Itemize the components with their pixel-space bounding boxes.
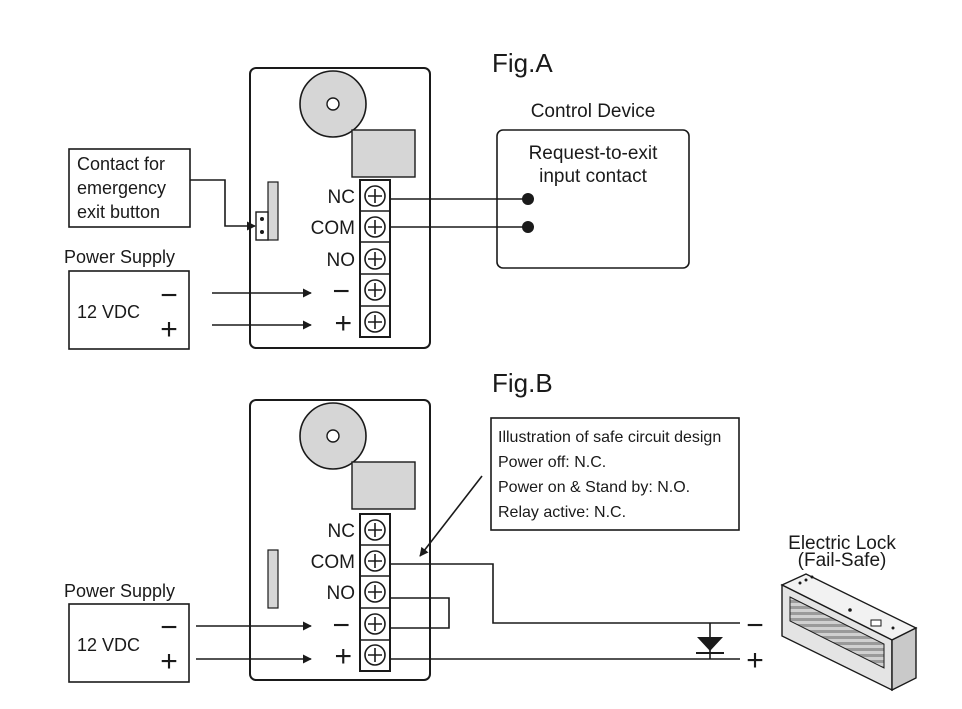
screw-icon bbox=[364, 613, 386, 635]
fig-b-lock-plus: + bbox=[746, 644, 764, 677]
fig-a-exit-button-box bbox=[68, 148, 191, 228]
fig-a-exit-contact-jumper bbox=[255, 181, 279, 241]
fig-b-title: Fig.B bbox=[492, 368, 553, 398]
fig-b-callout-line-4: Relay active: N.C. bbox=[498, 504, 626, 521]
screw-icon bbox=[364, 550, 386, 572]
fig-b-wire-com-to-lock bbox=[390, 563, 740, 624]
screw-icon bbox=[364, 248, 386, 270]
fig-a-terminal-minus: − bbox=[332, 275, 350, 308]
fig-b-lock-minus: − bbox=[746, 609, 764, 642]
fig-b-callout-pointer bbox=[419, 475, 483, 557]
fig-b-callout-box bbox=[490, 417, 740, 531]
screw-icon bbox=[364, 279, 386, 301]
fig-a-supply-plus: + bbox=[160, 313, 178, 346]
fig-b: Fig.B NC COM NO − + Power Supply bbox=[64, 368, 918, 692]
fig-b-supply-plus: + bbox=[160, 645, 178, 678]
fig-a-terminal-screws bbox=[360, 185, 390, 333]
fig-b-power-supply-box bbox=[68, 603, 190, 683]
fig-a-supply-minus: − bbox=[160, 279, 178, 312]
screw-icon bbox=[364, 216, 386, 238]
fig-a-input-contact-dot bbox=[522, 193, 534, 205]
fig-a-control-device-line-1: Request-to-exit bbox=[529, 143, 659, 164]
fig-a-input-contact-dot bbox=[522, 221, 534, 233]
fig-a-terminal-nc: NC bbox=[328, 187, 355, 208]
fig-a-control-device-title: Control Device bbox=[531, 101, 656, 122]
fig-a-supply-voltage: 12 VDC bbox=[77, 302, 140, 322]
fig-a-buzzer bbox=[299, 70, 367, 138]
screw-icon bbox=[364, 311, 386, 333]
fig-b-lock-title-1: Electric Lock bbox=[788, 533, 896, 554]
fig-b-callout-line-3: Power on & Stand by: N.O. bbox=[498, 479, 690, 496]
screw-icon bbox=[364, 519, 386, 541]
fig-b-terminal-nc: NC bbox=[328, 521, 355, 542]
screw-icon bbox=[364, 644, 386, 666]
fig-b-terminal-no: NO bbox=[327, 583, 356, 604]
electric-lock-icon bbox=[780, 573, 918, 692]
fig-a: Fig.A NC COM NO bbox=[64, 48, 690, 350]
screw-icon bbox=[364, 581, 386, 603]
fig-b-callout-line-1: Illustration of safe circuit design bbox=[498, 429, 721, 446]
fig-b-supply-minus: − bbox=[160, 611, 178, 644]
fig-a-terminal-plus: + bbox=[334, 307, 352, 340]
screw-icon bbox=[364, 185, 386, 207]
fig-a-terminal-com: COM bbox=[311, 218, 355, 239]
fig-b-wire-no-jumper bbox=[390, 597, 450, 629]
fig-a-control-device-line-2: input contact bbox=[539, 166, 647, 187]
fig-b-terminal-minus: − bbox=[332, 609, 350, 642]
fig-a-terminal-no: NO bbox=[327, 250, 356, 271]
fig-b-terminal-com: COM bbox=[311, 552, 355, 573]
fig-b-buzzer bbox=[299, 402, 367, 470]
fig-b-power-supply-label: Power Supply bbox=[64, 581, 175, 601]
fig-a-power-supply-label: Power Supply bbox=[64, 247, 175, 267]
fig-b-lock-title-2: (Fail-Safe) bbox=[798, 550, 887, 571]
fig-a-relay bbox=[351, 129, 416, 178]
fig-a-exit-button-line-2: emergency bbox=[77, 178, 166, 198]
fig-a-exit-button-line-1: Contact for bbox=[77, 154, 165, 174]
fig-a-power-supply-box bbox=[68, 270, 190, 350]
fig-b-terminal-plus: + bbox=[334, 640, 352, 673]
fig-b-jumper bbox=[267, 549, 279, 609]
fig-b-supply-voltage: 12 VDC bbox=[77, 635, 140, 655]
fig-a-exit-button-wire bbox=[190, 179, 256, 231]
fig-b-terminal-screws bbox=[360, 519, 390, 666]
diode-icon bbox=[696, 623, 724, 659]
fig-a-exit-button-line-3: exit button bbox=[77, 202, 160, 222]
fig-a-title: Fig.A bbox=[492, 48, 553, 78]
fig-b-callout-line-2: Power off: N.C. bbox=[498, 454, 606, 471]
fig-b-relay bbox=[351, 461, 416, 510]
